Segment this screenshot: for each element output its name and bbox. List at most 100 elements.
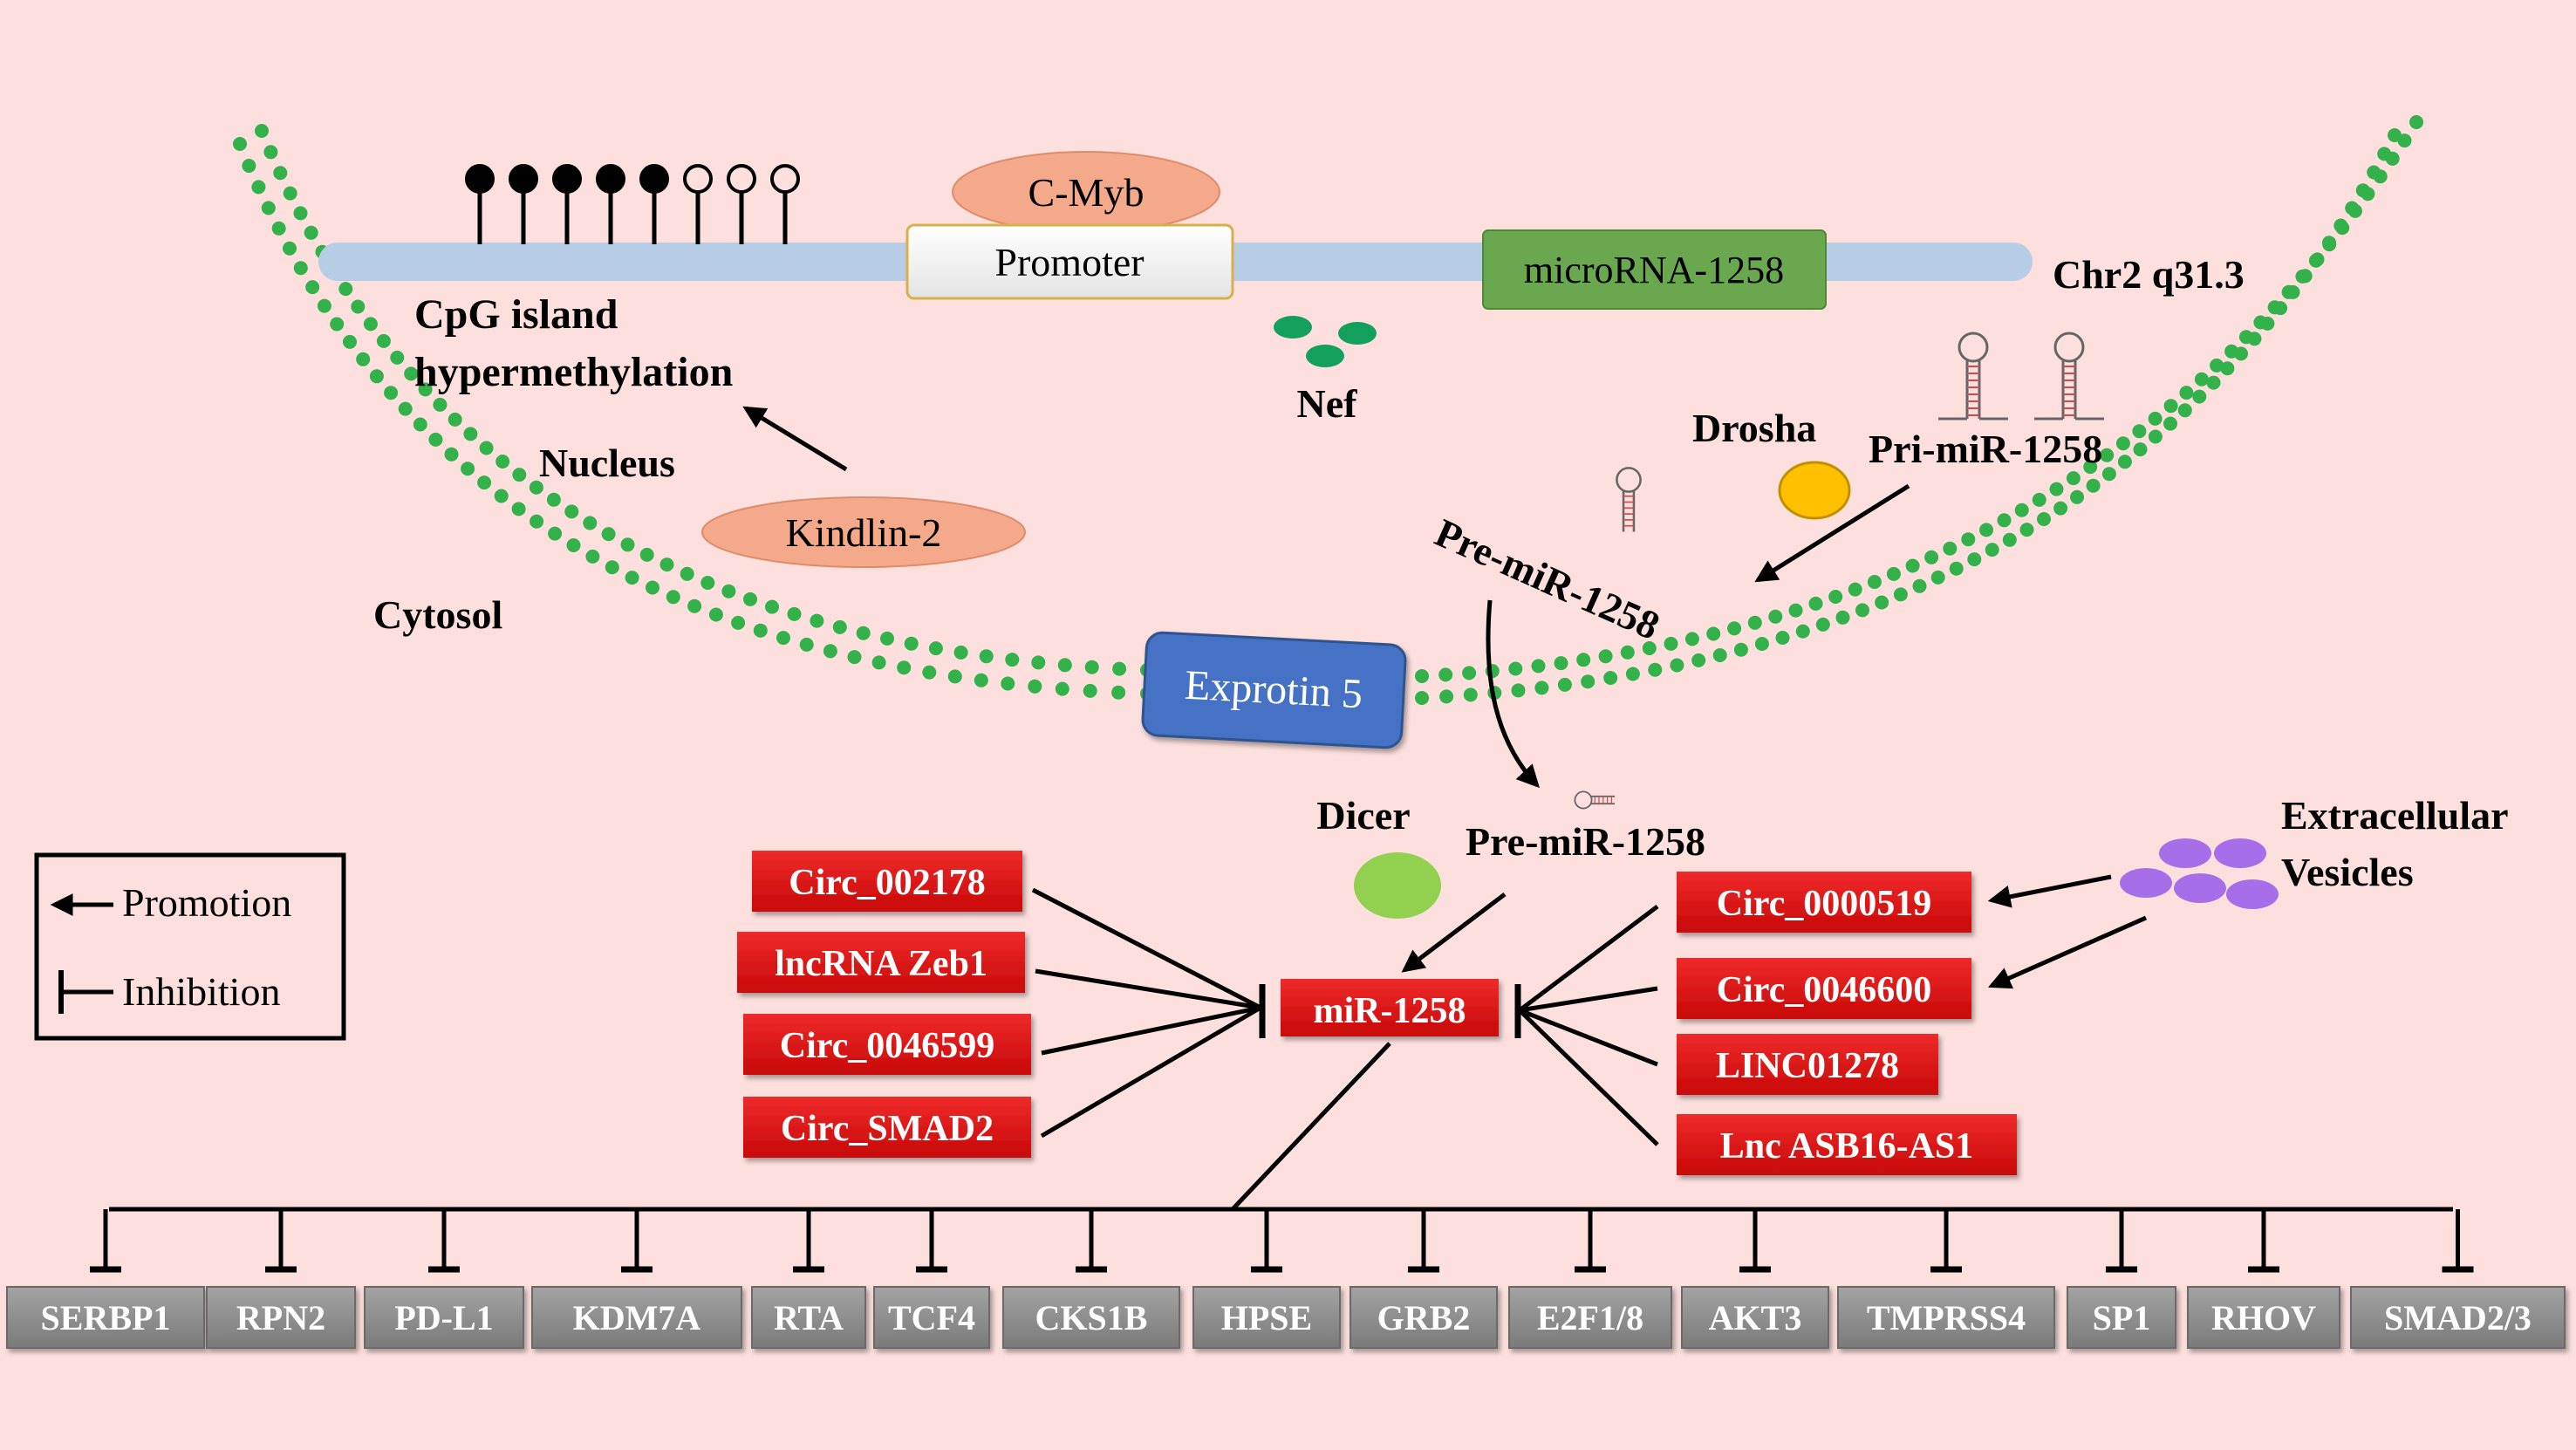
- target-gene-box: SP1: [2067, 1286, 2176, 1349]
- promoter-box: Promoter: [905, 223, 1234, 300]
- legend-inhibition-label: Inhibition: [122, 969, 280, 1014]
- membrane-dot: [2148, 429, 2163, 444]
- pre-mir-cytosol-label: Pre-miR-1258: [1466, 819, 1705, 864]
- c-myb-label: C-Myb: [1028, 170, 1145, 215]
- membrane-dot: [444, 447, 459, 462]
- membrane-dot: [880, 631, 894, 646]
- membrane-dot: [384, 386, 399, 400]
- membrane-dot: [2066, 471, 2081, 486]
- membrane-dot: [2177, 403, 2192, 418]
- microrna-1258-gene: microRNA-1258: [1482, 229, 1827, 310]
- target-gene-box: CKS1B: [1002, 1286, 1180, 1349]
- membrane-dot: [2335, 221, 2350, 236]
- membrane-dot: [1005, 653, 1020, 667]
- membrane-dot: [304, 225, 318, 240]
- membrane-dot: [1670, 658, 1684, 673]
- membrane-dot: [2295, 269, 2310, 284]
- inhibition-line: [1035, 968, 1261, 1010]
- membrane-dot: [721, 584, 736, 598]
- inhibition-line: [1040, 1005, 1262, 1139]
- membrane-dot: [512, 468, 527, 482]
- target-gene-box: AKT3: [1681, 1286, 1829, 1349]
- hairpin-rna-icon: [1616, 467, 1642, 532]
- membrane-dot: [776, 631, 790, 646]
- membrane-dot: [1912, 578, 1927, 593]
- membrane-dot: [1684, 632, 1699, 646]
- membrane-dot: [620, 537, 635, 552]
- membrane-dot: [1083, 683, 1097, 698]
- membrane-dot: [601, 527, 616, 542]
- membrane-dot: [1031, 655, 1046, 670]
- membrane-dot: [2179, 386, 2194, 400]
- membrane-dot: [1648, 662, 1663, 677]
- membrane-dot: [1967, 552, 1982, 567]
- membrane-dot: [413, 417, 427, 432]
- target-gene-box: RPN2: [206, 1286, 356, 1349]
- target-gene-label: RPN2: [236, 1298, 325, 1337]
- membrane-dot: [242, 159, 256, 173]
- membrane-dot: [1930, 570, 1945, 585]
- inhibition-line: [1041, 1005, 1261, 1056]
- membrane-dot: [1415, 669, 1429, 683]
- vesicle-arrow-1: [1987, 874, 2112, 908]
- membrane-dot: [271, 221, 286, 236]
- left-inhibitor-box: Circ_SMAD2: [743, 1097, 1031, 1158]
- inhibition-line: [1031, 887, 1262, 1010]
- methylated-cpg-icon: [465, 164, 495, 194]
- inhibition-line: [1518, 905, 1659, 1012]
- methylated-cpg-icon: [596, 164, 625, 194]
- membrane-dot: [1598, 649, 1613, 664]
- methylated-cpg-icon: [509, 164, 538, 194]
- membrane-dot: [1706, 626, 1721, 641]
- membrane-dot: [317, 298, 331, 313]
- membrane-dot: [625, 571, 639, 585]
- membrane-dot: [2206, 375, 2221, 390]
- membrane-dot: [666, 590, 680, 605]
- membrane-dot: [659, 557, 674, 572]
- microrna-1258-label: microRNA-1258: [1524, 249, 1784, 291]
- membrane-dot: [283, 241, 297, 256]
- membrane-dot: [1727, 621, 1742, 636]
- membrane-dot: [799, 637, 814, 652]
- nef-label: Nef: [1297, 381, 1358, 426]
- extracellular-label-line1: Extracellular: [2281, 793, 2509, 838]
- vesicle-arrow-2: [1988, 915, 2148, 989]
- right-inhibitor-box-label: Lnc ASB16-AS1: [1720, 1126, 1974, 1166]
- right-inhibitor-box: Circ_0046600: [1677, 958, 1971, 1019]
- membrane-dot: [700, 576, 715, 590]
- target-gene-box: KDM7A: [531, 1286, 742, 1349]
- left-inhibitor-box-label: Circ_SMAD2: [781, 1109, 994, 1149]
- membrane-dot: [1439, 689, 1454, 704]
- membrane-dot: [428, 432, 443, 447]
- membrane-dot: [1835, 610, 1850, 625]
- membrane-dot: [2210, 358, 2224, 373]
- legend-promotion-label: Promotion: [122, 880, 291, 925]
- membrane-dot: [263, 145, 278, 160]
- membrane-dot: [2148, 411, 2163, 426]
- membrane-dot: [605, 560, 619, 575]
- membrane-dot: [511, 502, 526, 516]
- membrane-dot: [897, 660, 912, 675]
- left-inhibitor-box-label: Circ_002178: [789, 863, 986, 903]
- target-gene-label: TMPRSS4: [1867, 1298, 2026, 1337]
- membrane-dot: [1997, 513, 2012, 528]
- membrane-dot: [1949, 561, 1964, 576]
- membrane-dot: [1438, 667, 1453, 682]
- membrane-dot: [330, 317, 345, 332]
- membrane-dot: [356, 352, 371, 366]
- membrane-dot: [1768, 609, 1783, 624]
- membrane-dot: [743, 592, 757, 606]
- membrane-dot: [1557, 677, 1572, 692]
- right-inhibitor-box-label: Circ_0000519: [1717, 884, 1932, 924]
- membrane-dot: [1788, 603, 1803, 618]
- membrane-dot: [1462, 666, 1477, 681]
- membrane-dot: [585, 549, 600, 564]
- membrane-dot: [823, 644, 837, 659]
- membrane-dot: [2002, 532, 2017, 547]
- membrane-dot: [2281, 284, 2296, 299]
- target-gene-label: PD-L1: [394, 1298, 493, 1337]
- extracellular-vesicles: [2120, 838, 2279, 909]
- target-gene-label: GRB2: [1377, 1298, 1471, 1337]
- target-gene-box: GRB2: [1349, 1286, 1498, 1349]
